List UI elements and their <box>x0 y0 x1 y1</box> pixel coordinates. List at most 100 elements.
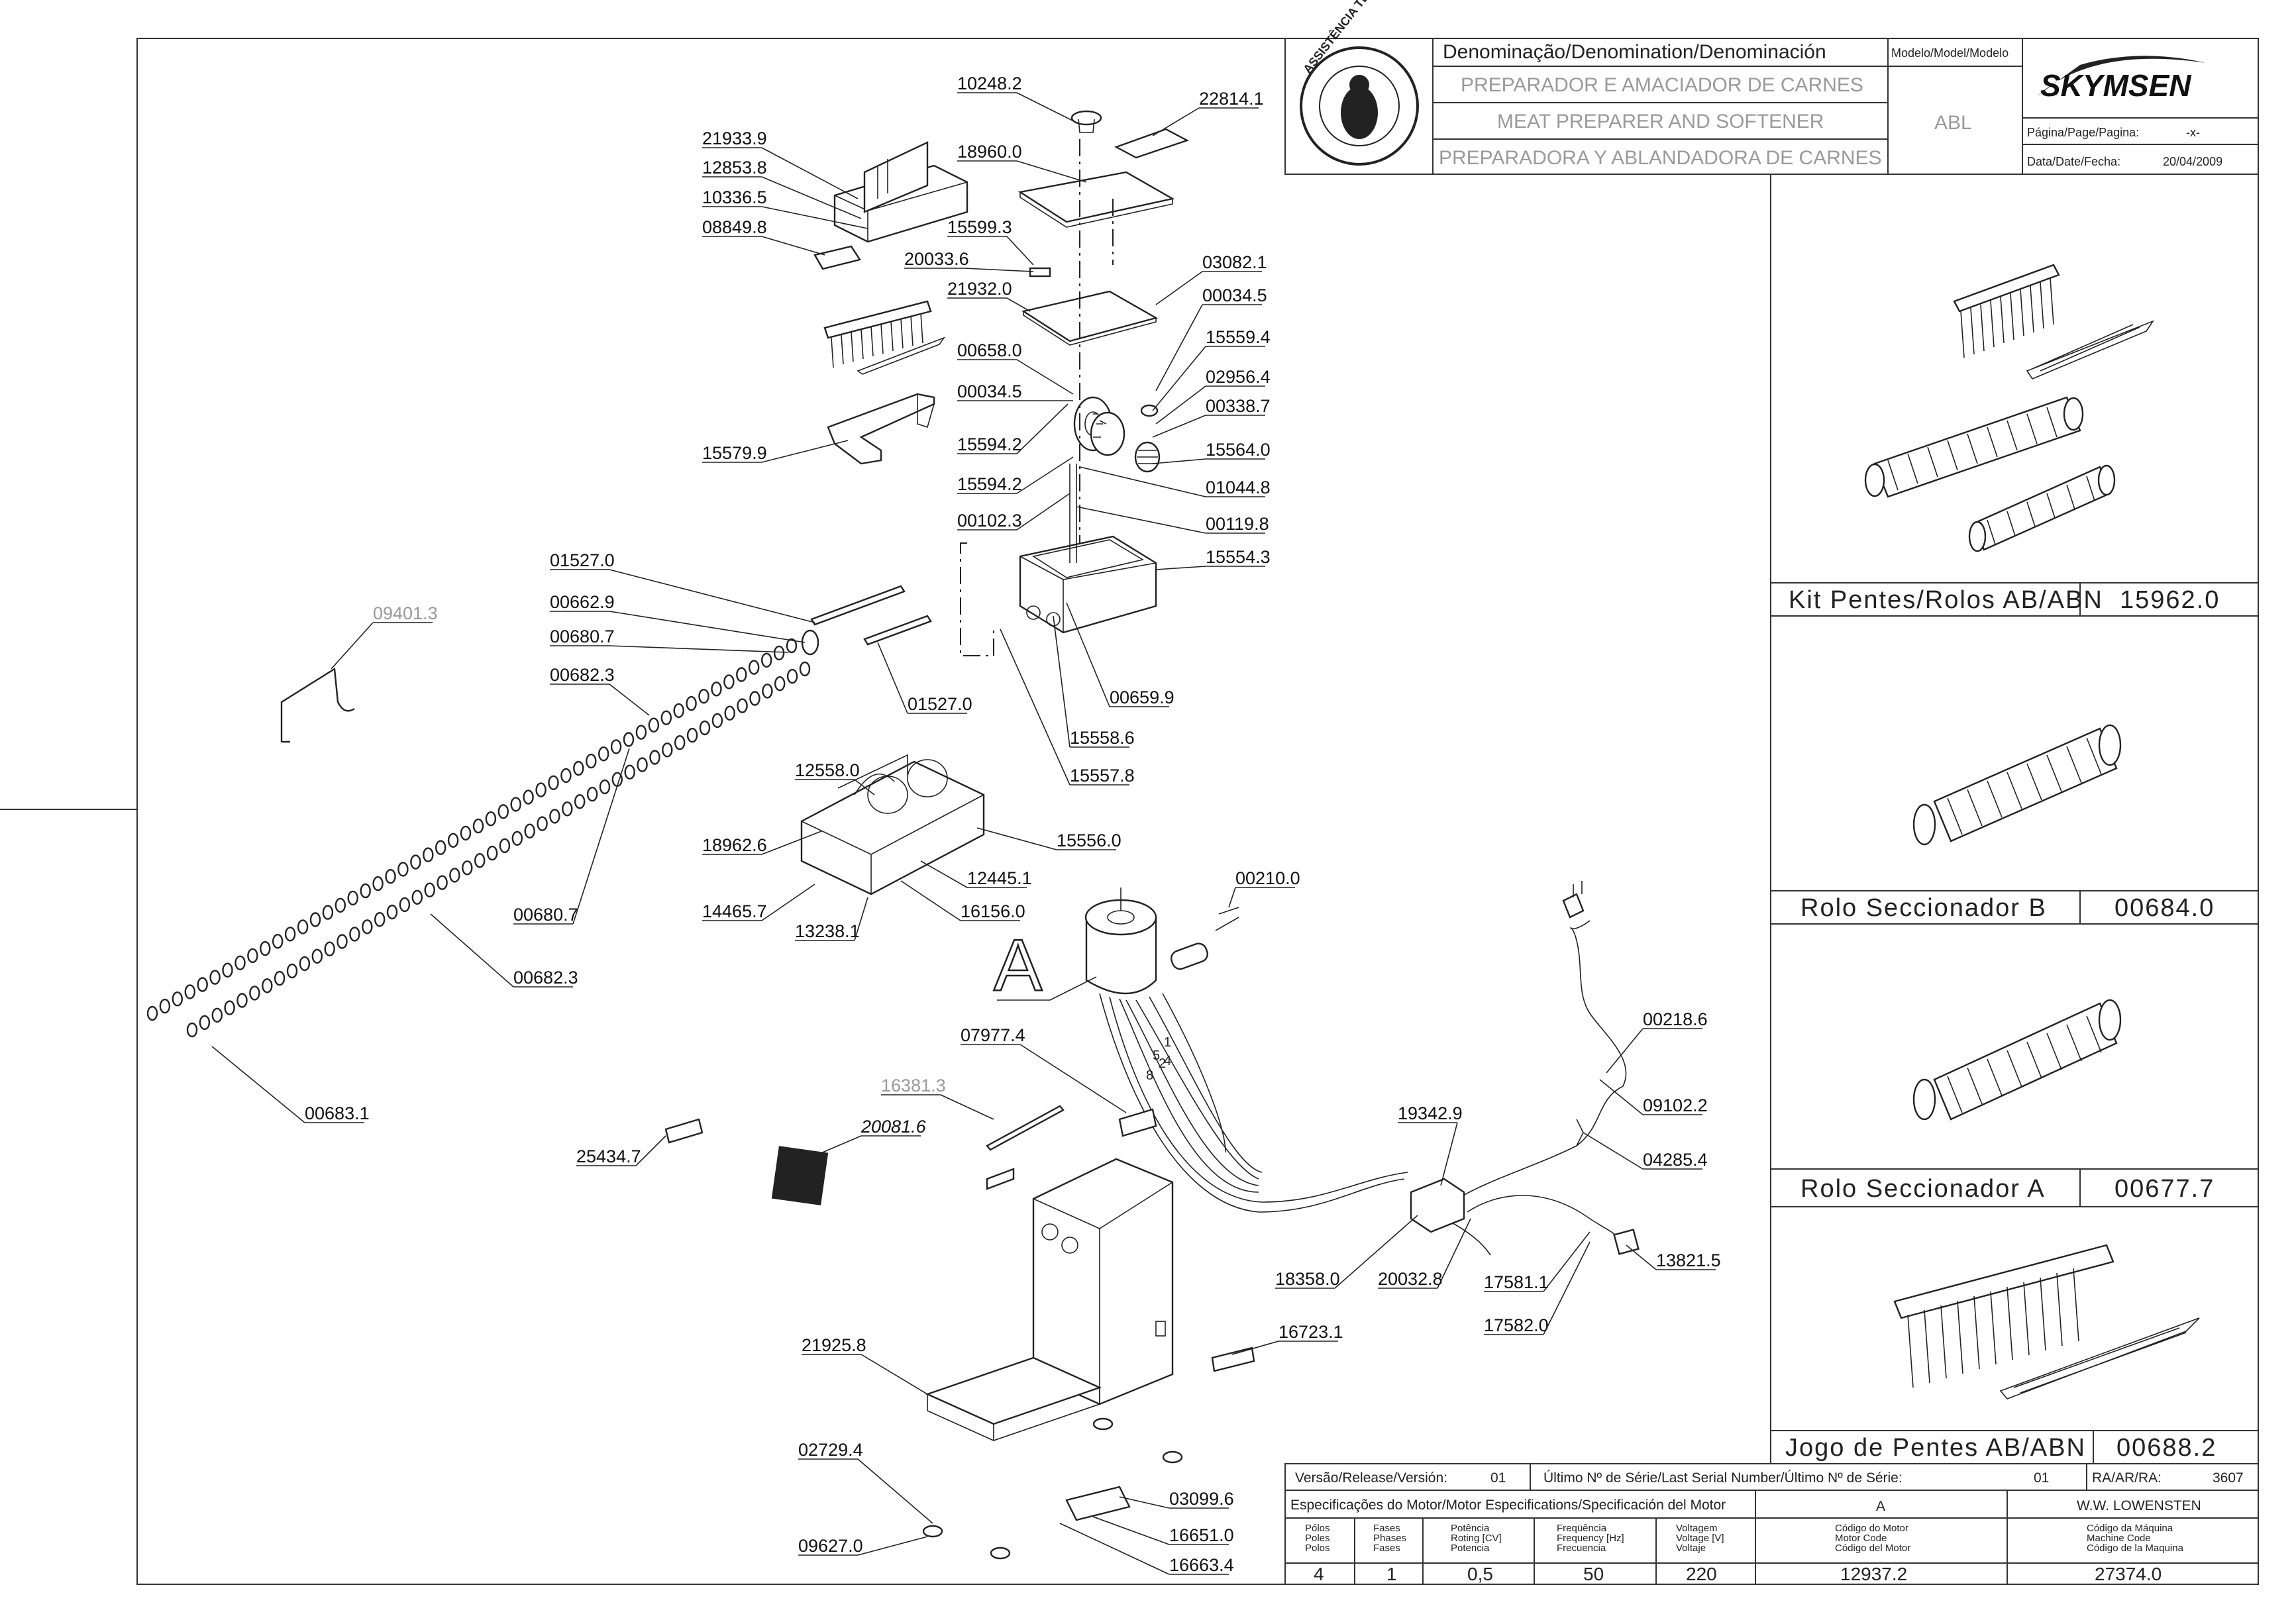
roller-disc <box>486 845 498 861</box>
part-number-label: 18358.0 <box>1275 1269 1340 1289</box>
roller-disc <box>523 789 534 805</box>
kit-code: 00688.2 <box>2116 1434 2217 1462</box>
part-number-label: 16381.3 <box>881 1076 946 1095</box>
roller-disc <box>586 786 598 802</box>
leader-line <box>976 827 1057 850</box>
roller-disc <box>311 948 323 964</box>
leader-line <box>854 779 875 795</box>
title-block: ASSISTÊNCIA TÉCNICA AUTORIZADA Denominaç… <box>1284 0 2259 175</box>
date-value: 20/04/2009 <box>2163 155 2222 168</box>
cover-plate <box>1018 110 1190 228</box>
kit-name: Rolo Seccionador B <box>1800 894 2047 922</box>
wire-number: 1 <box>1164 1035 1171 1050</box>
machine-code-value: 27374.0 <box>2095 1564 2162 1584</box>
kit-name: Kit Pentes/Rolos AB/ABN <box>1789 586 2103 614</box>
frequency-value: 50 <box>1583 1564 1604 1584</box>
part-number-label: 21932.0 <box>947 279 1012 299</box>
date-label: Data/Date/Fecha: <box>2027 155 2120 168</box>
roller-disc <box>549 809 560 824</box>
leader-line <box>1016 160 1087 183</box>
roller-disc <box>799 661 811 677</box>
roller-disc <box>236 993 248 1008</box>
leader-line <box>900 880 961 921</box>
part-number-label: 15556.0 <box>1057 831 1122 850</box>
leader-line <box>1076 506 1206 534</box>
part-number-label: 09627.0 <box>798 1536 863 1556</box>
roller-disc <box>397 862 409 877</box>
roller-disc <box>623 732 635 747</box>
roller-disc <box>299 956 311 972</box>
cabinet <box>925 1158 1174 1441</box>
roller-disc <box>335 897 346 913</box>
leader-line <box>635 1135 666 1166</box>
leader-line <box>861 1354 928 1395</box>
drawing-border <box>136 38 2259 1585</box>
footer-block: Versão/Release/Versión: 01 Último Nº de … <box>1284 1463 2259 1585</box>
roller-disc <box>449 868 460 883</box>
page-label: Página/Page/Pagina: <box>2027 126 2139 139</box>
kit-name: Jogo de Pentes AB/ABN <box>1785 1434 2086 1462</box>
part-number-label: 04285.4 <box>1643 1150 1708 1170</box>
roller-disc <box>462 860 473 876</box>
part-number-label: 20033.6 <box>904 249 969 269</box>
roller-disc-stack <box>146 638 811 1038</box>
part-number-label: 00683.1 <box>305 1103 370 1123</box>
part-number-label: 15594.2 <box>957 434 1022 454</box>
label-plate <box>664 1118 704 1144</box>
roller-disc <box>574 793 586 809</box>
gear-icon <box>1073 396 1161 473</box>
roller-disc <box>186 1022 198 1038</box>
ra-value: 3607 <box>2213 1470 2244 1486</box>
leader-line <box>761 176 862 219</box>
part-number-label: 01527.0 <box>908 694 972 714</box>
foot-icon <box>922 1417 1183 1560</box>
part-number-label: 00662.9 <box>550 592 615 612</box>
roller-disc <box>699 720 711 736</box>
leader-line <box>1626 1244 1657 1270</box>
leader-line <box>609 645 789 653</box>
roller-disc <box>560 768 572 784</box>
skymsen-logo: SKYMSEN <box>2037 56 2206 103</box>
product-name-en: MEAT PREPARER AND SOFTENER <box>1497 111 1824 132</box>
leader-line <box>1155 566 1206 570</box>
leader-line <box>1599 1079 1644 1115</box>
roller-disc <box>337 934 348 949</box>
roller-disc <box>635 725 647 740</box>
leader-line <box>761 831 822 855</box>
roller-disc <box>624 764 635 780</box>
wire-number: 5 <box>1153 1048 1160 1063</box>
roller-disc <box>447 833 459 848</box>
leader-line <box>1006 297 1031 312</box>
part-number-label: 00119.8 <box>1206 514 1269 534</box>
roller-disc <box>423 847 434 862</box>
part-number-label: 00034.5 <box>1202 285 1267 305</box>
roller-disc <box>172 991 183 1007</box>
roller-disc <box>511 831 523 846</box>
axis-line <box>960 542 994 656</box>
ra-label: RA/AR/RA: <box>2092 1470 2162 1486</box>
part-number-label: 01044.8 <box>1206 478 1271 497</box>
roller-disc <box>698 688 709 704</box>
product-name-es: PREPARADORA Y ABLANDADORA DE CARNES <box>1439 147 1882 169</box>
brand-name: SKYMSEN <box>2040 68 2191 103</box>
roller-disc <box>199 1015 211 1031</box>
leader-line <box>1606 1028 1644 1074</box>
part-number-label: 15599.3 <box>947 217 1012 237</box>
roller-disc <box>222 962 233 978</box>
leader-line <box>1437 1218 1471 1289</box>
leader-line <box>1543 1231 1591 1292</box>
part-number-label: 19342.9 <box>1398 1103 1463 1123</box>
leader-line <box>1231 1341 1279 1355</box>
leader-line <box>331 622 374 670</box>
roller-disc <box>760 652 772 668</box>
roller-disc <box>610 739 622 754</box>
roller-disc <box>146 1005 158 1021</box>
roller-disc <box>349 927 360 942</box>
wire-harness <box>1099 881 1640 1256</box>
leader-line <box>1228 887 1236 908</box>
part-number-label: 17581.1 <box>1484 1272 1549 1292</box>
roller-disc <box>386 904 398 920</box>
exploded-drawing: A 5 1 4 2 8 <box>146 110 1640 1560</box>
part-number-label: 00102.3 <box>957 511 1022 531</box>
